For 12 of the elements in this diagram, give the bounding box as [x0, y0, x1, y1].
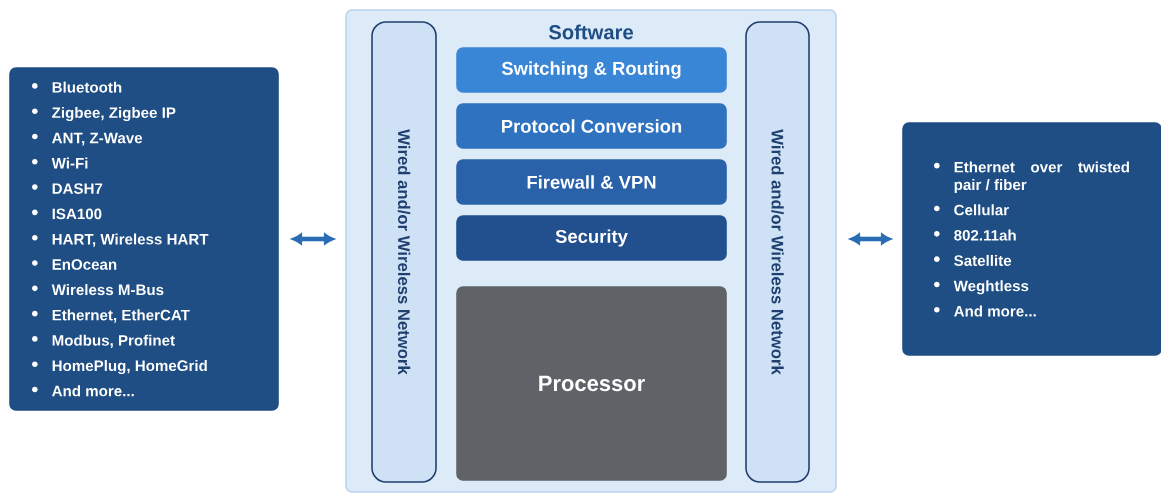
- list-panel: Bluetooth Zigbee, Zigbee IP ANT, Z-Wave Wi-Fi DASH7 ISA100 HART, Wireless HART EnOcean Wireless M-Bus Ethernet, EtherCAT Modbus, Profinet HomePlug, HomeGrid And more...: [9, 67, 279, 411]
- panel-heading: Software: [548, 24, 633, 40]
- service-box: Switching & Routing: [456, 47, 727, 93]
- service-box: Protocol Conversion: [456, 103, 727, 149]
- network-bar: Wired and/or Wireless Network: [371, 21, 437, 483]
- processor-box: Processor: [456, 286, 727, 481]
- network-bar: Wired and/or Wireless Network: [745, 21, 810, 483]
- service-box: Security: [456, 215, 727, 261]
- service-box: Firewall & VPN: [456, 159, 727, 205]
- list-panel: Ethernet over twisted pair / fiber Cellular 802.11ah Satellite Weghtless And more...: [902, 122, 1161, 356]
- double-arrow: [292, 233, 334, 245]
- double-arrow: [850, 233, 891, 245]
